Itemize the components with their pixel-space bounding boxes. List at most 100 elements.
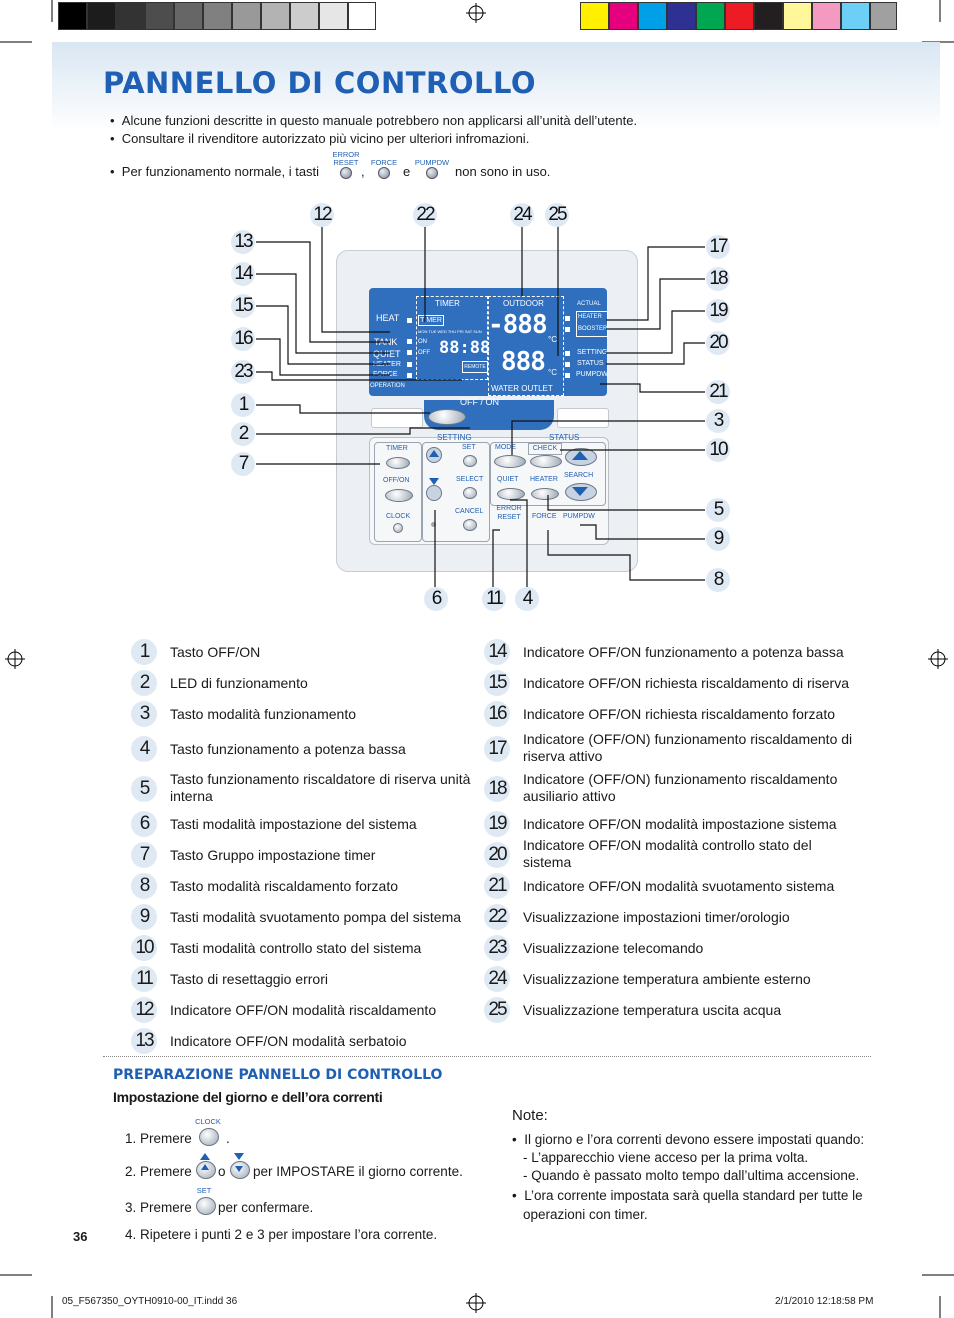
ind-pumpdw: [565, 373, 570, 378]
callout-13: 13: [231, 230, 255, 254]
step-1-clock-label: CLOCK: [195, 1117, 221, 1126]
mode-button[interactable]: [494, 455, 526, 468]
ind-heater-r: [565, 316, 570, 321]
callout-10: 10: [706, 438, 730, 462]
select-button[interactable]: [463, 487, 477, 499]
lcd-pumpdw: PUMPDW: [576, 371, 608, 378]
and-text: e: [403, 164, 411, 179]
lcd-off: OFF: [418, 350, 430, 356]
legend-number: 12: [131, 997, 157, 1023]
lcd-quiet: QUIET: [373, 349, 401, 359]
note-sub-1: - L’apparecchio viene acceso per la prim…: [523, 1150, 809, 1165]
lcd-remote: REMOTE: [462, 361, 488, 373]
timer-offon-button[interactable]: [385, 489, 413, 502]
legend-number: 17: [484, 736, 510, 762]
callout-9: 9: [706, 527, 730, 551]
not-in-use-text: non sono in uso.: [455, 164, 551, 179]
legend-number: 9: [131, 904, 157, 930]
lcd-timer-box: TIMER: [418, 315, 444, 326]
lcd-days: MON TUE WED THU FRI SAT SUN: [418, 329, 482, 334]
legend-number: 20: [484, 842, 510, 868]
legend-text: Indicatore OFF/ON modalità impostazione …: [523, 816, 837, 832]
down-button[interactable]: [426, 485, 442, 501]
note-bullet-2-cont: operazioni con timer.: [523, 1207, 648, 1222]
legend-number: 14: [484, 639, 510, 665]
btn-set-label: SET: [462, 444, 476, 451]
legend-number: 22: [484, 904, 510, 930]
down-arrow-icon: [429, 478, 439, 485]
ind-quiet: [407, 350, 412, 355]
pumpdw-label: PUMPDW: [414, 158, 450, 167]
callout-24: 24: [510, 203, 534, 227]
legend-number: 21: [484, 873, 510, 899]
divider: [103, 1056, 871, 1057]
offon-button[interactable]: [428, 409, 466, 425]
legend-number: 25: [484, 997, 510, 1023]
btn-force-label: FORCE: [532, 513, 557, 520]
lcd-actual-box: [576, 311, 608, 337]
legend-text: Indicatore OFF/ON modalità riscaldamento: [170, 1002, 437, 1018]
legend-number: 2: [131, 670, 157, 696]
check-button[interactable]: [530, 455, 562, 468]
legend-text: Tasti modalità controllo stato del siste…: [170, 940, 422, 956]
legend-text: Tasto OFF/ON: [170, 644, 261, 660]
legend-number: 10: [131, 935, 157, 961]
btn-cancel-label: CANCEL: [455, 508, 484, 515]
step-1-text: 1. Premere: [125, 1131, 192, 1146]
outdoor-area: [488, 296, 564, 396]
legend-text: Visualizzazione impostazioni timer/orolo…: [523, 909, 790, 925]
set-button[interactable]: [463, 455, 477, 467]
legend-text: Indicatore OFF/ON modalità serbatoio: [170, 1033, 407, 1049]
legend-text: Tasto modalità riscaldamento forzato: [170, 878, 398, 894]
legend-text: Indicatore OFF/ON modalità svuotamento s…: [523, 878, 835, 894]
ind-heater: [407, 362, 412, 367]
lcd-status: STATUS: [577, 360, 604, 367]
legend-number: 1: [131, 639, 157, 665]
legend-text: Indicatore (OFF/ON) funzionamento riscal…: [523, 771, 838, 804]
timer-button[interactable]: [386, 457, 410, 469]
btn-timer-offon-label: OFF/ON: [383, 477, 410, 484]
lcd-outdoor-unit: °C: [548, 335, 557, 344]
step-1-period: .: [226, 1131, 230, 1146]
comma-text: ,: [361, 164, 365, 179]
legend-text: Visualizzazione temperatura ambiente est…: [523, 971, 811, 987]
legend-text: Tasto di resettaggio errori: [170, 971, 328, 987]
callout-12: 12: [310, 203, 334, 227]
legend-text: Tasto funzionamento riscaldatore di rise…: [170, 771, 471, 804]
step-2-down-indicator-icon: [234, 1153, 244, 1160]
btn-clock-label: CLOCK: [386, 513, 411, 520]
page-title: PANNELLO DI CONTROLLO: [103, 66, 537, 100]
lcd-heater-r: HEATER: [578, 314, 602, 320]
legend-number: 8: [131, 873, 157, 899]
setting-group: [422, 442, 490, 542]
callout-14: 14: [231, 262, 255, 286]
clock-button[interactable]: [393, 523, 403, 533]
step-2-up-indicator-icon: [200, 1153, 210, 1160]
callout-6: 6: [424, 587, 448, 611]
page-number: 36: [73, 1229, 88, 1244]
step-2-or: o: [218, 1164, 226, 1179]
legend-number: 23: [484, 935, 510, 961]
prep-heading: PREPARAZIONE PANNELLO DI CONTROLLO: [113, 1067, 443, 1083]
heater-button[interactable]: [531, 488, 559, 500]
legend-number: 7: [131, 842, 157, 868]
step-2-up-arrow-icon: [201, 1164, 209, 1170]
legend-text: Tasti modalità svuotamento pompa del sis…: [170, 909, 462, 925]
legend-number: 18: [484, 776, 510, 802]
btn-heater-label: HEATER: [530, 476, 558, 483]
lcd-setting: SETTING: [577, 349, 608, 356]
legend-number: 5: [131, 776, 157, 802]
status-down-arrow-icon: [572, 487, 588, 496]
lcd-water-digits: 888: [501, 347, 546, 377]
legend-text: Indicatore OFF/ON modalità controllo sta…: [523, 837, 812, 870]
callout-18: 18: [706, 267, 730, 291]
lcd-clock-digits: 88:88: [439, 338, 491, 358]
callout-19: 19: [706, 299, 730, 323]
footer-timestamp: 2/1/2010 12:18:58 PM: [775, 1296, 874, 1307]
legend-text: Indicatore OFF/ON funzionamento a potenz…: [523, 644, 844, 660]
cancel-button[interactable]: [463, 519, 477, 531]
step-3-set-icon: [196, 1197, 216, 1215]
lcd-operation: OPERATION: [370, 383, 405, 389]
callout-4: 4: [515, 587, 539, 611]
legend-number: 19: [484, 811, 510, 837]
